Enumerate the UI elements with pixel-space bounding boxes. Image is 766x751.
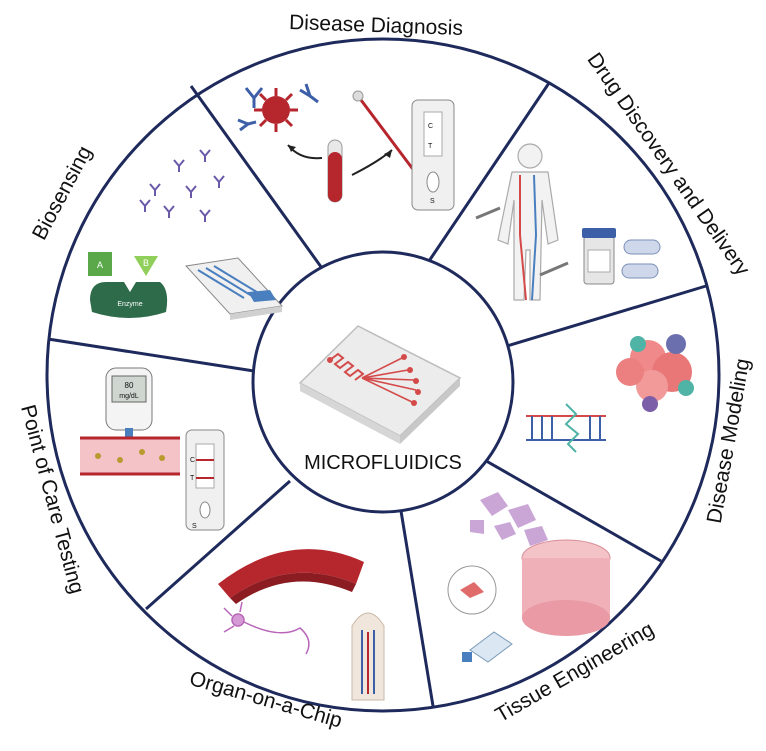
tumor-cells-icon bbox=[616, 334, 694, 412]
blood-tube-icon bbox=[327, 139, 343, 203]
tissue-engineering-icons bbox=[447, 492, 611, 663]
intestine-villi-icon bbox=[351, 612, 385, 701]
pipette-icon bbox=[352, 90, 420, 177]
svg-text:T: T bbox=[190, 475, 195, 482]
svg-text:B: B bbox=[143, 258, 149, 268]
stem-cells-icon bbox=[470, 492, 548, 546]
pill-bottle-icon bbox=[582, 228, 616, 285]
svg-text:S: S bbox=[430, 198, 435, 205]
disease-diagnosis-icons: C T S bbox=[237, 83, 455, 211]
human-body-icon bbox=[497, 143, 559, 301]
test-strip-icon: C T S bbox=[411, 99, 455, 211]
svg-text:S: S bbox=[192, 523, 197, 530]
cell-zoom-icon bbox=[447, 565, 497, 615]
dna-icon bbox=[526, 403, 606, 453]
vessel-icon bbox=[531, 174, 538, 301]
test-strip-icon: C T S bbox=[185, 429, 225, 531]
antibody-icon bbox=[237, 83, 319, 132]
section-dividers bbox=[47, 82, 707, 707]
organ-on-a-chip-icons bbox=[218, 549, 385, 701]
neuron-icon bbox=[223, 601, 310, 655]
blood-vessel-icon bbox=[218, 549, 364, 604]
culture-flask-icon bbox=[462, 631, 513, 663]
biosensing-icons: A B Enzyme bbox=[88, 149, 284, 320]
glucose-meter-icon: 80 mg/dL bbox=[105, 367, 153, 442]
capsule-icon bbox=[621, 239, 661, 279]
svg-text:C: C bbox=[428, 123, 433, 130]
enzyme-icon: A B Enzyme bbox=[88, 252, 168, 318]
svg-text:80: 80 bbox=[125, 381, 134, 390]
sensor-strip-icon bbox=[184, 257, 284, 320]
microfluidic-chip-icon bbox=[298, 325, 462, 444]
syringe-icon bbox=[475, 206, 501, 220]
svg-text:A: A bbox=[97, 260, 103, 270]
svg-text:mg/dL: mg/dL bbox=[119, 393, 139, 400]
svg-text:Enzyme: Enzyme bbox=[117, 301, 142, 308]
blood-vessel-icon bbox=[80, 436, 180, 476]
drug-discovery-icons bbox=[475, 143, 661, 301]
svg-text:T: T bbox=[428, 143, 433, 150]
point-of-care-icons: 80 mg/dL C T S bbox=[80, 367, 225, 531]
center-title: MICROFLUIDICS bbox=[304, 452, 462, 474]
section-label-disease-diagnosis: Disease Diagnosis bbox=[289, 11, 464, 40]
disease-modeling-icons bbox=[526, 334, 694, 453]
svg-text:C: C bbox=[190, 457, 195, 464]
vessel-icon bbox=[519, 175, 527, 301]
virus-icon bbox=[254, 88, 298, 132]
syringe-icon bbox=[539, 261, 569, 277]
scaffold-icon bbox=[521, 539, 611, 636]
antibodies-icon bbox=[139, 149, 225, 222]
